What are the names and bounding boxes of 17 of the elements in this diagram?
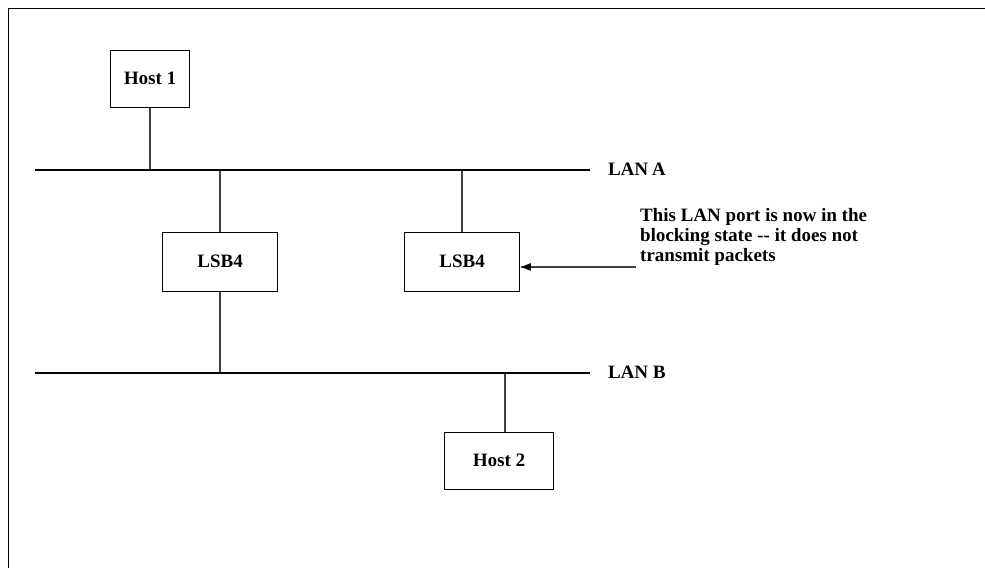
connector-line	[219, 170, 221, 232]
connector-line	[149, 108, 151, 170]
note-text: This LAN port is now in the blocking state -- it does not transmit packets	[640, 206, 872, 266]
lan-label: LAN A	[608, 159, 666, 181]
lan-label: LAN B	[608, 362, 666, 384]
host-box	[162, 232, 278, 292]
host-box	[110, 50, 190, 108]
connector-line	[504, 373, 506, 432]
box-label: LSB4	[197, 251, 243, 273]
arrow	[521, 263, 636, 271]
connector-line	[219, 292, 221, 373]
box-label: Host 1	[124, 68, 176, 90]
connector-line	[461, 170, 463, 232]
box-label: Host 2	[472, 450, 526, 472]
box-label: LSB4	[439, 251, 485, 273]
host-box	[404, 232, 520, 292]
host-box	[444, 432, 554, 490]
